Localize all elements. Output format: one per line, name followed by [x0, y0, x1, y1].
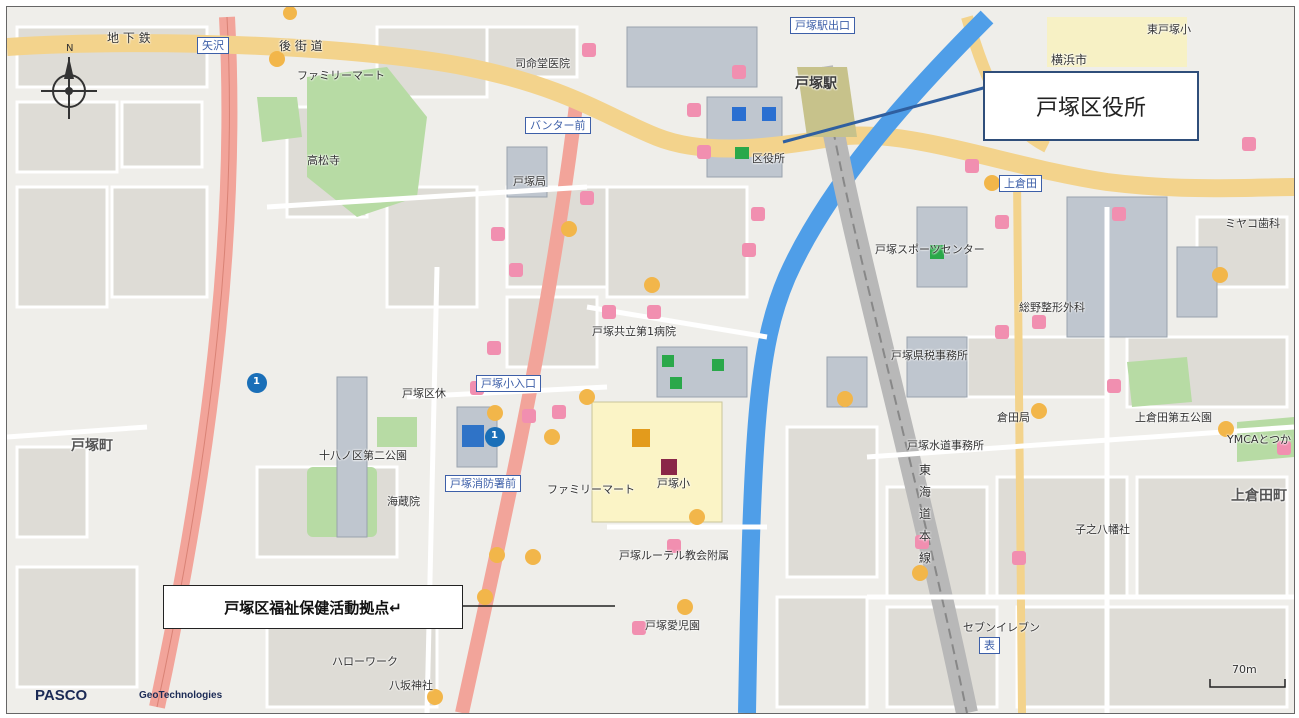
hello-work-label: ハローワーク — [332, 655, 398, 668]
elementary-entrance-label: 戸塚小入口 — [476, 375, 541, 392]
kamikurata-park-label: 上倉田第五公園 — [1135, 411, 1212, 424]
welfare-center-callout-text: 戸塚区福祉保健活動拠点↵ — [224, 598, 402, 617]
pasco-logo: PASCO — [35, 687, 88, 704]
water-office-label: 戸塚水道事務所 — [907, 439, 984, 452]
juuhachi-park-label: 十八ノ区第二公園 — [319, 449, 407, 462]
shimokura-label: 上倉田 — [999, 175, 1042, 192]
pink-icons — [470, 43, 1291, 635]
large-buildings — [336, 26, 1218, 538]
station-exit-label: 戸塚駅出口 — [790, 17, 855, 34]
arterial-road — [455, 96, 584, 713]
lutheran-label: 戸塚ルーテル教会附属 — [619, 549, 729, 562]
konohachiman-label: 子之八幡社 — [1075, 523, 1130, 536]
map-frame: N 矢沢 戸塚駅出口 バンター前 上倉田 戸塚小入口 戸塚消防署前 表 戸塚駅 … — [6, 6, 1295, 714]
totsuka-shoko-label: 戸塚県税事務所 — [891, 349, 968, 362]
yazawa-label: 矢沢 — [197, 37, 229, 54]
chikatetsu-label: 地 下 鉄 — [107, 31, 151, 45]
route-shield-1: 1 — [253, 376, 260, 387]
kurata-bureau-label: 倉田局 — [997, 411, 1030, 424]
kindergarten-label: 戸塚愛児園 — [645, 619, 700, 632]
orthopedics-label: 総野整形外科 — [1019, 301, 1085, 314]
family-mart-2-label: ファミリーマート — [547, 483, 635, 496]
miyako-label: ミヤコ歯科 — [1225, 217, 1280, 230]
tokaido-line-label: 東 海 道 本 線 — [919, 463, 932, 565]
ymca-label: YMCAとつか — [1227, 433, 1291, 446]
ward-office-callout-text: 戸塚区役所 — [1035, 96, 1146, 121]
ward-office-callout: 戸塚区役所 — [983, 71, 1199, 141]
school-grounds — [591, 401, 723, 523]
kamikurata-label: 上倉田町 — [1231, 488, 1287, 504]
ward-forest-label: 戸塚区休 — [402, 387, 446, 400]
scale-bar — [1209, 679, 1286, 688]
svg-text:N: N — [66, 43, 73, 54]
totsuka-bureau-label: 戸塚局 — [513, 175, 546, 188]
hospital-1-label: 司命堂医院 — [515, 57, 570, 70]
kaido-label: 後 街 道 — [279, 39, 323, 53]
station-name-label: 戸塚駅 — [795, 76, 837, 92]
compass-rose-icon: N — [41, 43, 97, 119]
route-shield-2: 1 — [491, 430, 498, 441]
totsuka-cho-label: 戸塚町 — [71, 438, 113, 454]
kaizoin-label: 海蔵院 — [387, 495, 420, 508]
fire-station-label: 戸塚消防署前 — [445, 475, 521, 492]
welfare-center-callout: 戸塚区福祉保健活動拠点↵ — [163, 585, 463, 629]
ward-office-small-label: 区役所 — [752, 152, 785, 165]
omote-label: 表 — [979, 637, 1000, 654]
family-mart-1-label: ファミリーマート — [297, 69, 385, 82]
kyoritsu-hospital-label: 戸塚共立第1病院 — [592, 325, 676, 338]
poi-markers — [247, 107, 944, 475]
scale-label: 70m — [1232, 663, 1257, 676]
higashi-totsuka-label: 東戸塚小 — [1147, 23, 1191, 36]
sports-center-label: 戸塚スポーツセンター — [875, 243, 985, 256]
center-mae-label: バンター前 — [525, 117, 591, 134]
geotech-logo: GeoTechnologies — [139, 690, 223, 701]
seven-eleven-label: セブンイレブン — [963, 621, 1040, 634]
yasaka-label: 八坂神社 — [389, 679, 433, 692]
yokohama-shi-label: 横浜市 — [1051, 53, 1088, 67]
river — [738, 10, 994, 713]
totsuka-elem-label: 戸塚小 — [657, 477, 690, 490]
ward-office-leader-line — [782, 85, 988, 144]
takamatsu-label: 高松寺 — [307, 154, 340, 167]
